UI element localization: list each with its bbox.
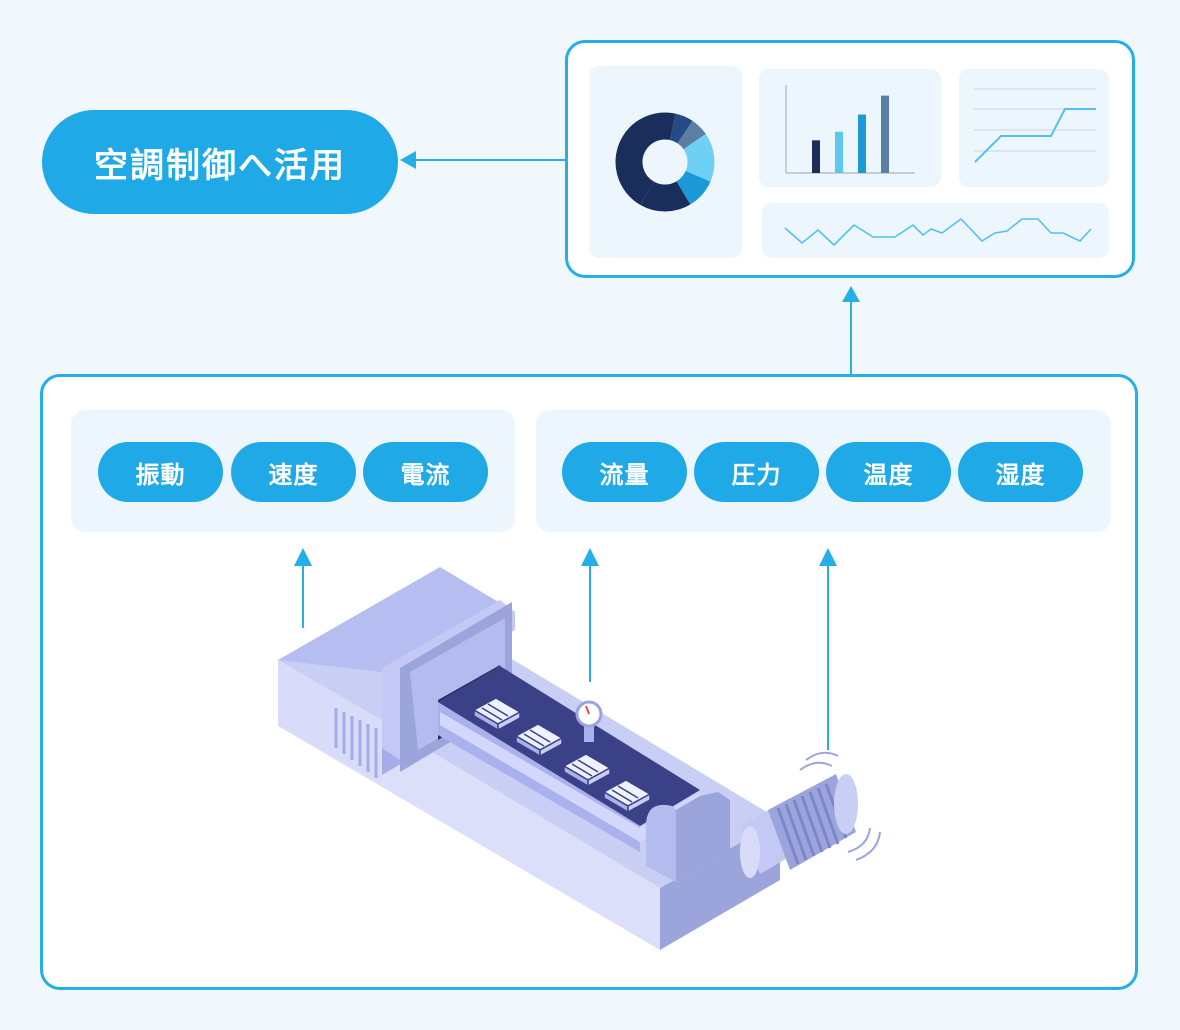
bar: [812, 140, 820, 173]
sensor-chip-current: 電流: [363, 442, 488, 502]
donut-segment: [615, 112, 715, 212]
sparkline-chart: [784, 217, 1092, 247]
donut-chart-tile: [589, 66, 742, 258]
bar: [858, 114, 866, 173]
step-line: [974, 108, 1096, 163]
arrowhead-up-dashboard: [842, 286, 860, 302]
sensor-group-environment: 流量 圧力 温度 湿度: [536, 410, 1111, 532]
bar-chart: [785, 85, 915, 174]
bar-chart-tile: [759, 69, 941, 187]
sparkline-tile: [762, 203, 1109, 258]
vibration-waves: [799, 751, 881, 861]
donut-segment: [615, 112, 715, 212]
sensor-group-mechanical: 振動 速度 電流: [71, 410, 515, 532]
pressure-gauge-icon: [575, 700, 603, 742]
sensor-arrows: [294, 548, 837, 750]
step-line-chart: [974, 88, 1096, 163]
sensor-chip-speed: 速度: [231, 442, 356, 502]
conveyor-products: [472, 697, 652, 814]
vent-grille: [334, 708, 378, 778]
motor-icon: [740, 751, 881, 878]
sparkline: [784, 217, 1092, 247]
dashboard-panel: [565, 40, 1135, 278]
machine-end-block: [646, 792, 730, 882]
sensor-chip-pressure: 圧力: [694, 442, 819, 502]
air-conditioning-control-label: 空調制御へ活用: [42, 110, 398, 214]
arrowhead-left: [400, 151, 416, 169]
donut-segment: [615, 112, 715, 212]
step-line-tile: [959, 69, 1109, 187]
sensor-chip-flow: 流量: [562, 442, 687, 502]
bar: [835, 131, 843, 173]
donut-chart: [615, 112, 715, 212]
sensor-chip-humidity: 湿度: [958, 442, 1083, 502]
sensor-chip-vibration: 振動: [98, 442, 223, 502]
motor-fins: [768, 774, 858, 870]
bar: [881, 95, 889, 173]
sensor-chip-temperature: 温度: [826, 442, 951, 502]
